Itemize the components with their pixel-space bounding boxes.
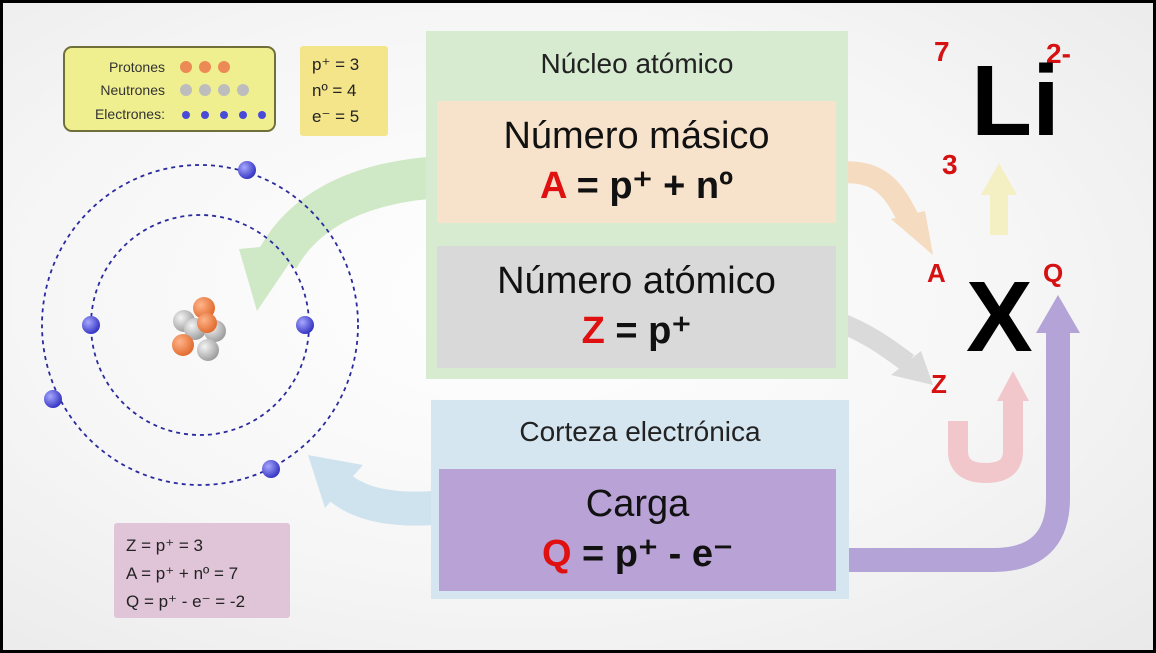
atomic-number-symbol: Z (581, 310, 605, 352)
legend-protons-label: Protones (108, 59, 165, 75)
atomic-number-title: Número atómico (497, 260, 776, 302)
proton-dot (199, 61, 211, 73)
u-arrow (948, 397, 1023, 484)
proton-dot (218, 61, 230, 73)
neutrons-count: nº = 4 (312, 81, 357, 100)
electrons-count: e⁻ = 5 (312, 107, 360, 126)
li-charge: 2- (1046, 38, 1071, 69)
q-calculation: Q = p⁺ - e⁻ = -2 (126, 592, 246, 611)
charge-arrowhead (1036, 295, 1080, 333)
mass-arrowhead (891, 211, 933, 255)
proton (172, 334, 194, 356)
electron-dot (182, 111, 190, 119)
electron-dot (258, 111, 266, 119)
electron (82, 316, 100, 334)
neutron-dot (199, 84, 211, 96)
neutron-dot (218, 84, 230, 96)
atomic-number-expression: = p⁺ (604, 310, 692, 352)
cortex-arrowhead (308, 455, 363, 508)
atom-diagram (41, 161, 359, 486)
atomic-number-box: Número atómico Z = p⁺ (437, 246, 836, 368)
x-mass-label: A (927, 258, 946, 288)
electron (44, 390, 62, 408)
legend-neutrons-label: Neutrones (100, 82, 165, 98)
charge-symbol: Q (541, 533, 572, 575)
charge-title: Carga (585, 483, 690, 525)
up-arrow-shaft (990, 193, 1008, 235)
proton-dot (180, 61, 192, 73)
charge-expression: = p⁺ - e⁻ (571, 533, 734, 575)
li-atomic-number: 3 (942, 149, 958, 180)
nucleus-panel-title: Núcleo atómico (540, 48, 734, 79)
a-calculation: A = p⁺ + nº = 7 (126, 564, 239, 583)
mass-number-symbol: A (539, 165, 567, 207)
z-calculation: Z = p⁺ = 3 (126, 536, 204, 555)
infographic: Protones Neutrones Electrones: p⁺ = 3 nº… (3, 3, 1153, 650)
mass-number-formula: A = p⁺ + nº (437, 163, 836, 208)
arrows-layer (239, 157, 1080, 572)
charge-formula: Q = p⁺ - e⁻ (439, 531, 836, 576)
charge-arrow (836, 328, 1070, 572)
electron-dot (201, 111, 209, 119)
x-atomic-label: Z (931, 369, 947, 399)
neutron-dot (237, 84, 249, 96)
li-mass-number: 7 (934, 36, 950, 67)
neutron-dot (180, 84, 192, 96)
charge-box: Carga Q = p⁺ - e⁻ (439, 469, 836, 591)
nucleus (172, 297, 226, 361)
electron (238, 161, 256, 179)
electron-dot (220, 111, 228, 119)
x-symbol: X (966, 261, 1033, 373)
up-arrow-head (981, 163, 1017, 195)
mass-number-box: Número másico A = p⁺ + nº (437, 101, 836, 223)
neutron (197, 339, 219, 361)
cortex-panel-title: Corteza electrónica (519, 416, 761, 447)
nucleus-arrow (259, 157, 431, 269)
x-charge-label: Q (1043, 258, 1064, 288)
mass-arrow (834, 161, 918, 223)
proton (197, 313, 217, 333)
atomic-number-formula: Z = p⁺ (437, 308, 836, 353)
li-symbol: Li (971, 45, 1060, 157)
electron (296, 316, 314, 334)
electron (262, 460, 280, 478)
u-arrowhead (997, 371, 1029, 401)
particle-counts: p⁺ = 3 nº = 4 e⁻ = 5 (300, 46, 388, 136)
particle-legend: Protones Neutrones Electrones: (63, 46, 276, 132)
atomic-arrowhead (891, 351, 933, 385)
mass-number-title: Número másico (503, 115, 770, 157)
protons-count: p⁺ = 3 (312, 55, 360, 74)
legend-electrons-label: Electrones: (94, 106, 165, 122)
outer-orbit (41, 164, 359, 486)
mass-number-expression: = p⁺ + nº (566, 165, 734, 207)
electron-dot (239, 111, 247, 119)
calculations-box: Z = p⁺ = 3 A = p⁺ + nº = 7 Q = p⁺ - e⁻ =… (114, 523, 290, 618)
